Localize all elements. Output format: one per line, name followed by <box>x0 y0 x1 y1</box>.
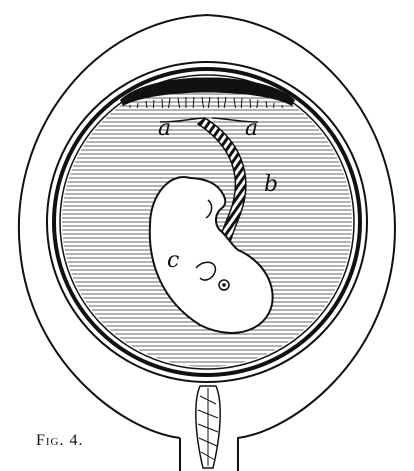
figure-caption: Fig. 4. <box>36 432 84 450</box>
label-a-right: a <box>245 118 258 140</box>
label-c: c <box>167 250 179 272</box>
label-b: b <box>264 174 278 196</box>
umbilicus-dot <box>222 283 226 287</box>
label-a-left: a <box>158 118 171 140</box>
